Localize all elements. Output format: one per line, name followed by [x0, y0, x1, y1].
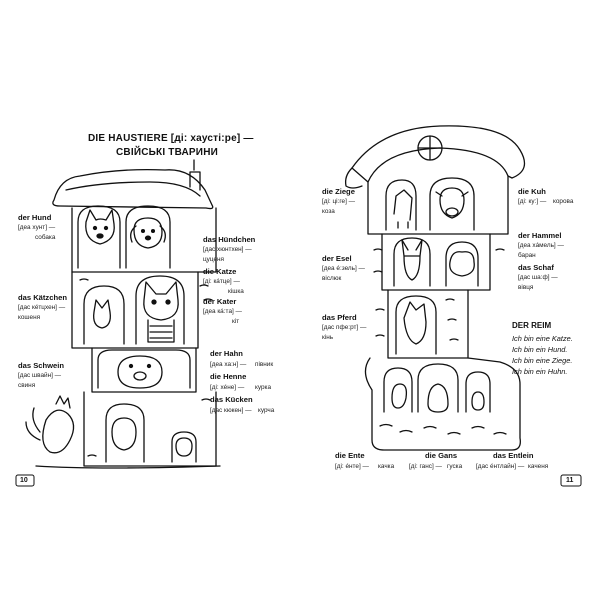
page-number-badge [15, 474, 35, 487]
vocab-transcription: [деа ха:н] — [210, 361, 247, 368]
page-number: 10 [20, 477, 28, 484]
vocab-word: die Ziege [322, 187, 355, 196]
vocab-meaning: собака [35, 234, 56, 241]
vocab-meaning: баран [518, 252, 536, 259]
vocab-meaning: вівця [518, 284, 534, 291]
vocab-word: die Gans [425, 451, 458, 460]
vocab-word: die Kuh [518, 187, 546, 196]
vocab-meaning: курка [255, 384, 272, 391]
vocab-meaning: кішка [228, 288, 244, 295]
vocab-transcription: [ді: ку:] — [518, 198, 547, 205]
vocab-word: der Esel [322, 254, 352, 263]
vocab-transcription: [деа é:зель] — [322, 265, 365, 272]
vocab-word: der Hund [18, 213, 52, 222]
vocab-meaning: півник [255, 361, 274, 368]
vocab-transcription: [ді: ці:ге] — [322, 198, 356, 205]
rhyme-line: Ich bin eine Ziege. [512, 356, 573, 365]
vocab-transcription: [ді: хéне] — [210, 384, 245, 391]
vocab-transcription: [дас кюкен] — [210, 407, 252, 414]
rhyme-heading: DER REIM [512, 321, 552, 330]
vocab-transcription: [деа хáмель] — [518, 242, 564, 249]
vocab-word: das Schwein [18, 361, 65, 370]
vocab-meaning: віслюк [322, 275, 342, 282]
vocab-meaning: кіт [232, 318, 240, 325]
vocab-meaning: корова [553, 198, 574, 205]
vocab-word: das Kätzchen [18, 293, 67, 302]
vocab-word: das Hündchen [203, 235, 256, 244]
vocab-transcription: [дас кéтцхен] — [18, 304, 66, 311]
vocab-meaning: цуценя [203, 256, 224, 263]
vocab-meaning: свиня [18, 382, 36, 389]
vocab-word: die Katze [203, 267, 237, 276]
vocab-word: das Entlein [493, 451, 534, 460]
vocab-word: die Henne [210, 372, 247, 381]
vocab-transcription: [ді: ганс] — [409, 463, 442, 470]
vocab-word: das Pferd [322, 313, 357, 322]
rhyme-line: Ich bin eine Katze. [512, 334, 573, 343]
vocab-word: der Kater [203, 297, 237, 306]
vocab-word: das Schaf [518, 263, 554, 272]
vocab-meaning: кошеня [18, 314, 41, 321]
farm-house-illustration [344, 125, 526, 451]
page-number-badge [560, 474, 582, 487]
left-title-line2: СВІЙСЬКІ ТВАРИНИ [116, 147, 218, 158]
vocab-transcription: [ді: éнте] — [335, 463, 369, 470]
vocab-transcription: [ді: кáтце] — [203, 278, 240, 285]
vocab-transcription: [дас хюнтхен] — [203, 246, 252, 253]
rhyme-line: Ich bin ein Hund. [512, 345, 568, 354]
vocab-word: das Kücken [210, 395, 253, 404]
vocab-word: die Ente [335, 451, 365, 460]
vocab-meaning: гуска [447, 463, 463, 470]
vocab-transcription: [дас ша:ф] — [518, 274, 558, 281]
vocab-transcription: [дас швайн] — [18, 372, 62, 379]
vocab-transcription: [дас éнтлайн] — [476, 463, 525, 470]
page-number: 11 [566, 477, 574, 484]
rhyme-line: Ich bin ein Huhn. [512, 367, 568, 376]
vocab-word: der Hahn [210, 349, 243, 358]
vocab-transcription: [деа хунт] — [18, 224, 56, 231]
vocab-meaning: кінь [322, 334, 334, 341]
vocab-transcription: [дас пфе:рт] — [322, 324, 367, 331]
vocab-meaning: качка [378, 463, 395, 470]
vocab-meaning: каченя [528, 463, 549, 470]
vocab-transcription: [деа кá:тa] — [203, 308, 242, 315]
left-title-line1: DIE HAUSTIERE [ді: хаустi:рe] — [88, 133, 254, 144]
pet-house-illustration [25, 159, 221, 469]
vocab-meaning: коза [322, 208, 335, 215]
vocab-word: der Hammel [518, 231, 562, 240]
vocab-meaning: курча [258, 407, 275, 414]
